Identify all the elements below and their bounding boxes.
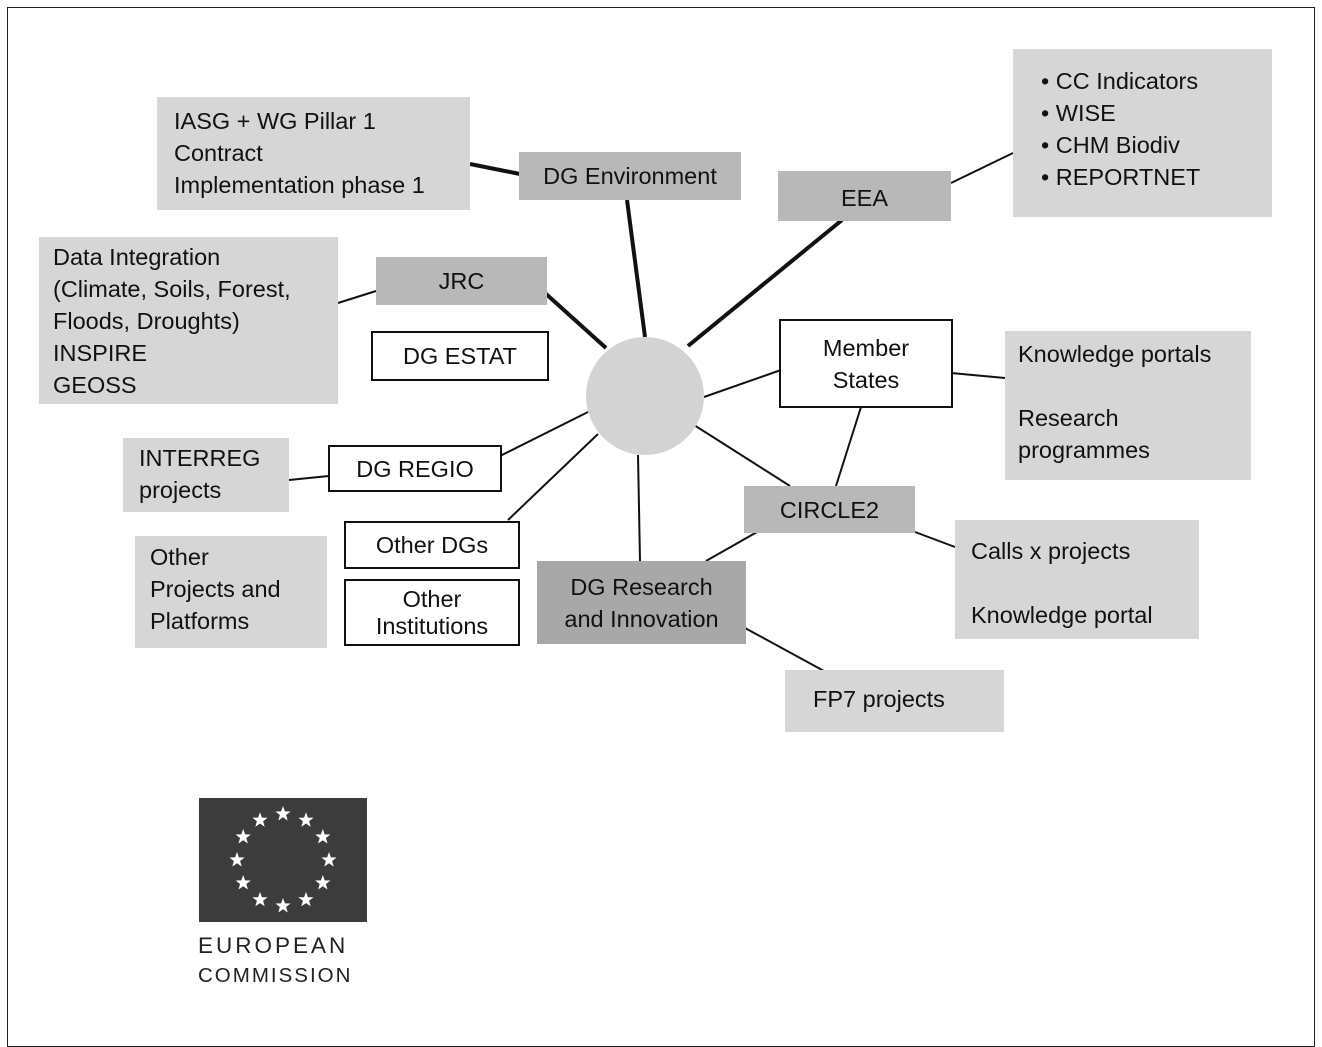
node-other-institutions-line2: Institutions — [375, 612, 489, 639]
link-dg-research-fp7 — [744, 627, 825, 672]
bullet-icon: • — [1041, 100, 1056, 126]
node-dg-research-line2: and Innovation — [564, 605, 719, 632]
eu-flag-logo — [199, 798, 367, 922]
link-member-states-circle2 — [835, 406, 862, 487]
node-other-dgs: Other DGs — [344, 521, 520, 569]
note-eea-list: • CC Indicators • WISE • CHM Biodiv • RE… — [1013, 49, 1272, 217]
eea-list-item: • CHM Biodiv — [1041, 132, 1180, 158]
bullet-icon: • — [1041, 132, 1056, 158]
note-other-projects-line1: Other — [150, 544, 209, 570]
note-jrc-data-line1: Data Integration — [53, 244, 221, 270]
node-circle2-label: CIRCLE2 — [779, 496, 880, 523]
eea-list-item: • CC Indicators — [1041, 68, 1199, 94]
note-other-projects-line2: Projects and — [150, 576, 281, 602]
note-interreg-line2: projects — [139, 477, 222, 503]
note-other-projects: Other Projects and Platforms — [135, 536, 327, 648]
link-iasg-dg-environment — [469, 162, 521, 176]
star-icon — [252, 812, 268, 827]
link-member-states-notes — [950, 372, 1006, 379]
node-other-dgs-label: Other DGs — [375, 532, 489, 558]
star-icon — [298, 812, 314, 827]
node-other-institutions: Other Institutions — [344, 579, 520, 646]
note-iasg-line3: Implementation phase 1 — [174, 172, 425, 198]
star-icon — [275, 806, 291, 821]
node-dg-regio: DG REGIO — [328, 445, 502, 492]
note-jrc-data-line5: GEOSS — [53, 372, 137, 398]
link-hub-jrc — [543, 291, 608, 350]
note-jrc-data-line2: (Climate, Soils, Forest, — [53, 276, 291, 302]
note-iasg-line2: Contract — [174, 140, 263, 166]
node-dg-estat: DG ESTAT — [371, 331, 549, 381]
star-icon — [298, 891, 314, 907]
node-other-institutions-line1: Other — [402, 585, 462, 612]
star-icon — [229, 852, 245, 867]
hub-circle — [586, 337, 704, 455]
node-member-states-line2: States — [832, 366, 900, 393]
note-jrc-data: Data Integration (Climate, Soils, Forest… — [39, 237, 338, 404]
link-hub-dg-regio — [499, 411, 589, 457]
link-hub-eea — [686, 218, 844, 348]
star-icon — [235, 829, 251, 844]
note-fp7-label: FP7 projects — [813, 686, 945, 712]
node-member-states: Member States — [779, 319, 953, 408]
star-icon — [321, 852, 337, 867]
note-interreg: INTERREG projects — [123, 438, 289, 512]
node-dg-estat-label: DG ESTAT — [402, 343, 518, 369]
node-dg-environment-label: DG Environment — [543, 163, 717, 189]
eea-list-item: • WISE — [1041, 100, 1116, 126]
link-hub-dg-research — [637, 454, 641, 562]
node-dg-research-line1: DG Research — [570, 573, 713, 600]
logo-text-european: EUROPEAN — [198, 933, 349, 958]
node-dg-environment: DG Environment — [519, 152, 741, 200]
bullet-icon: • — [1041, 68, 1056, 94]
link-hub-circle2 — [693, 424, 791, 487]
note-jrc-data-line3: Floods, Droughts) — [53, 308, 240, 334]
node-jrc: JRC — [376, 257, 547, 305]
link-hub-dg-environment — [625, 199, 647, 338]
note-iasg-line1: IASG + WG Pillar 1 — [174, 108, 376, 134]
star-icon — [252, 891, 268, 907]
note-circle2: Calls x projects Knowledge portal — [955, 520, 1199, 639]
link-circle2-dg-research — [705, 531, 758, 562]
star-icon — [315, 875, 331, 890]
node-dg-regio-label: DG REGIO — [356, 455, 474, 482]
note-circle2-line2: Knowledge portal — [971, 602, 1153, 628]
node-eea-label: EEA — [840, 185, 889, 211]
logo-text-commission: COMMISSION — [198, 964, 353, 987]
link-jrc-data — [337, 290, 377, 304]
node-dg-research: DG Research and Innovation — [537, 561, 746, 644]
eu-stars-icon — [229, 806, 337, 913]
link-hub-other-dgs — [507, 433, 599, 521]
bullet-icon: • — [1041, 164, 1056, 190]
star-icon — [275, 898, 291, 913]
note-fp7: FP7 projects — [785, 670, 1004, 732]
node-eea: EEA — [778, 171, 951, 221]
note-iasg: IASG + WG Pillar 1 Contract Implementati… — [157, 97, 470, 210]
note-jrc-data-line4: INSPIRE — [53, 340, 148, 366]
link-eea-list — [950, 152, 1014, 184]
node-jrc-label: JRC — [438, 268, 485, 294]
star-icon — [235, 875, 251, 890]
node-circle2: CIRCLE2 — [744, 486, 915, 533]
star-icon — [315, 829, 331, 844]
note-other-projects-line3: Platforms — [150, 608, 250, 634]
link-interreg-dg-regio — [288, 475, 330, 481]
node-member-states-line1: Member — [822, 334, 910, 361]
eea-list-item: • REPORTNET — [1041, 164, 1201, 190]
note-circle2-line1: Calls x projects — [971, 538, 1131, 564]
note-member-states-line1: Knowledge portals — [1018, 341, 1212, 367]
link-hub-member-states — [703, 369, 782, 398]
link-circle2-notes — [914, 531, 956, 548]
note-member-states-line2: Research — [1018, 405, 1119, 431]
note-member-states-line3: programmes — [1018, 437, 1150, 463]
note-member-states: Knowledge portals Research programmes — [1005, 331, 1251, 480]
note-interreg-line1: INTERREG — [139, 445, 261, 471]
